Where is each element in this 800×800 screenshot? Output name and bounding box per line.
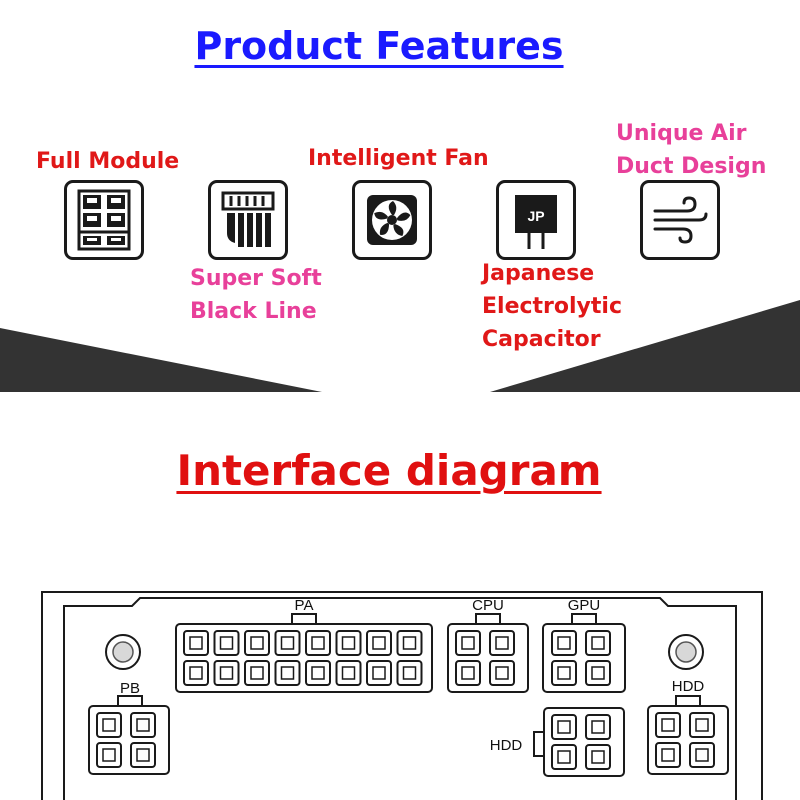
- label-line: Japanese: [482, 261, 595, 286]
- connector-pin-socket: [495, 636, 509, 650]
- connector-pin-socket: [341, 666, 356, 680]
- connector-pin-socket: [280, 636, 295, 650]
- psu-interface-panel: PA CPU GPU PB HDD HDD: [41, 591, 763, 800]
- feature-tile-air-duct: [640, 180, 720, 260]
- label-unique-air-duct-design: Unique Air Duct Design: [616, 117, 766, 183]
- capacitor-chip-text: JP: [527, 208, 544, 224]
- panel-outer-border: [41, 591, 763, 800]
- connector-pin-socket: [402, 636, 417, 650]
- connector-pin-socket: [591, 750, 605, 764]
- connector-pin-socket: [695, 718, 709, 732]
- connector-pin-socket: [557, 750, 571, 764]
- connector-pin-socket: [661, 718, 675, 732]
- connector-pin-socket: [189, 636, 203, 650]
- panel-inner-border: [63, 597, 737, 800]
- flat-cable-icon: [221, 191, 275, 247]
- connector-pin-socket: [372, 666, 386, 680]
- fan-icon: [367, 195, 417, 245]
- hdd-right-label: HDD: [672, 678, 705, 695]
- connector-pin-socket: [661, 748, 675, 762]
- label-line: Super Soft: [190, 266, 322, 291]
- connector-pin-socket: [250, 636, 264, 650]
- connector-pin-socket: [372, 636, 386, 650]
- pa-connector: PA: [175, 597, 433, 693]
- connector-pin-socket: [219, 666, 234, 680]
- pb-label: PB: [120, 680, 140, 697]
- connector-pin-socket: [695, 748, 709, 762]
- gpu-label: GPU: [568, 597, 601, 614]
- connector-pin-socket: [136, 718, 150, 732]
- label-line: Black Line: [190, 299, 317, 324]
- connector-pin-socket: [341, 636, 356, 650]
- feature-tile-full-module: [64, 180, 144, 260]
- connector-pin-socket: [280, 666, 295, 680]
- interface-diagram-title: Interface diagram: [176, 446, 602, 495]
- connector-pin-socket: [402, 666, 417, 680]
- feature-tile-capacitor: JP: [496, 180, 576, 260]
- label-line: Duct Design: [616, 154, 767, 179]
- pa-label: PA: [295, 597, 314, 614]
- label-line: Capacitor: [482, 327, 601, 352]
- screw-hole-right: [668, 634, 704, 670]
- connector-pin-socket: [250, 666, 264, 680]
- airflow-icon: [653, 196, 708, 244]
- connector-pin-socket: [102, 748, 116, 762]
- hdd-center-label: HDD: [490, 737, 523, 754]
- product-features-title: Product Features: [194, 24, 564, 68]
- connector-pin-socket: [557, 666, 571, 680]
- connector-pin-socket: [557, 720, 571, 734]
- label-line: Electrolytic: [482, 294, 622, 319]
- feature-tile-black-line: [208, 180, 288, 260]
- connector-pin-socket: [591, 636, 605, 650]
- module-grid-icon: [77, 189, 131, 251]
- feature-tile-fan: [352, 180, 432, 260]
- label-intelligent-fan: Intelligent Fan: [308, 146, 489, 171]
- connector-pin-socket: [136, 748, 150, 762]
- connector-pin-socket: [219, 636, 234, 650]
- connector-pin-socket: [311, 636, 325, 650]
- label-super-soft-black-line: Super Soft Black Line: [190, 262, 322, 328]
- hdd-connector-right: HDD: [647, 678, 729, 775]
- connector-pin-socket: [495, 666, 509, 680]
- label-full-module: Full Module: [36, 149, 180, 174]
- label-japanese-electrolytic-capacitor: Japanese Electrolytic Capacitor: [482, 257, 622, 356]
- connector-pin-socket: [102, 718, 116, 732]
- connector-pin-socket: [591, 720, 605, 734]
- hdd-connector-center: HDD: [490, 707, 625, 777]
- label-line: Unique Air: [616, 121, 747, 146]
- cpu-label: CPU: [472, 597, 504, 614]
- gpu-connector: GPU: [542, 597, 626, 693]
- cpu-connector: CPU: [447, 597, 529, 693]
- connector-pin-socket: [557, 636, 571, 650]
- pb-connector: PB: [88, 680, 170, 775]
- connector-pin-socket: [311, 666, 325, 680]
- connector-pin-socket: [461, 666, 475, 680]
- connector-pin-socket: [461, 636, 475, 650]
- screw-hole-left: [105, 634, 141, 670]
- connector-pin-socket: [591, 666, 605, 680]
- dark-band: [0, 300, 800, 392]
- capacitor-icon: JP: [515, 195, 557, 249]
- connector-pin-socket: [189, 666, 203, 680]
